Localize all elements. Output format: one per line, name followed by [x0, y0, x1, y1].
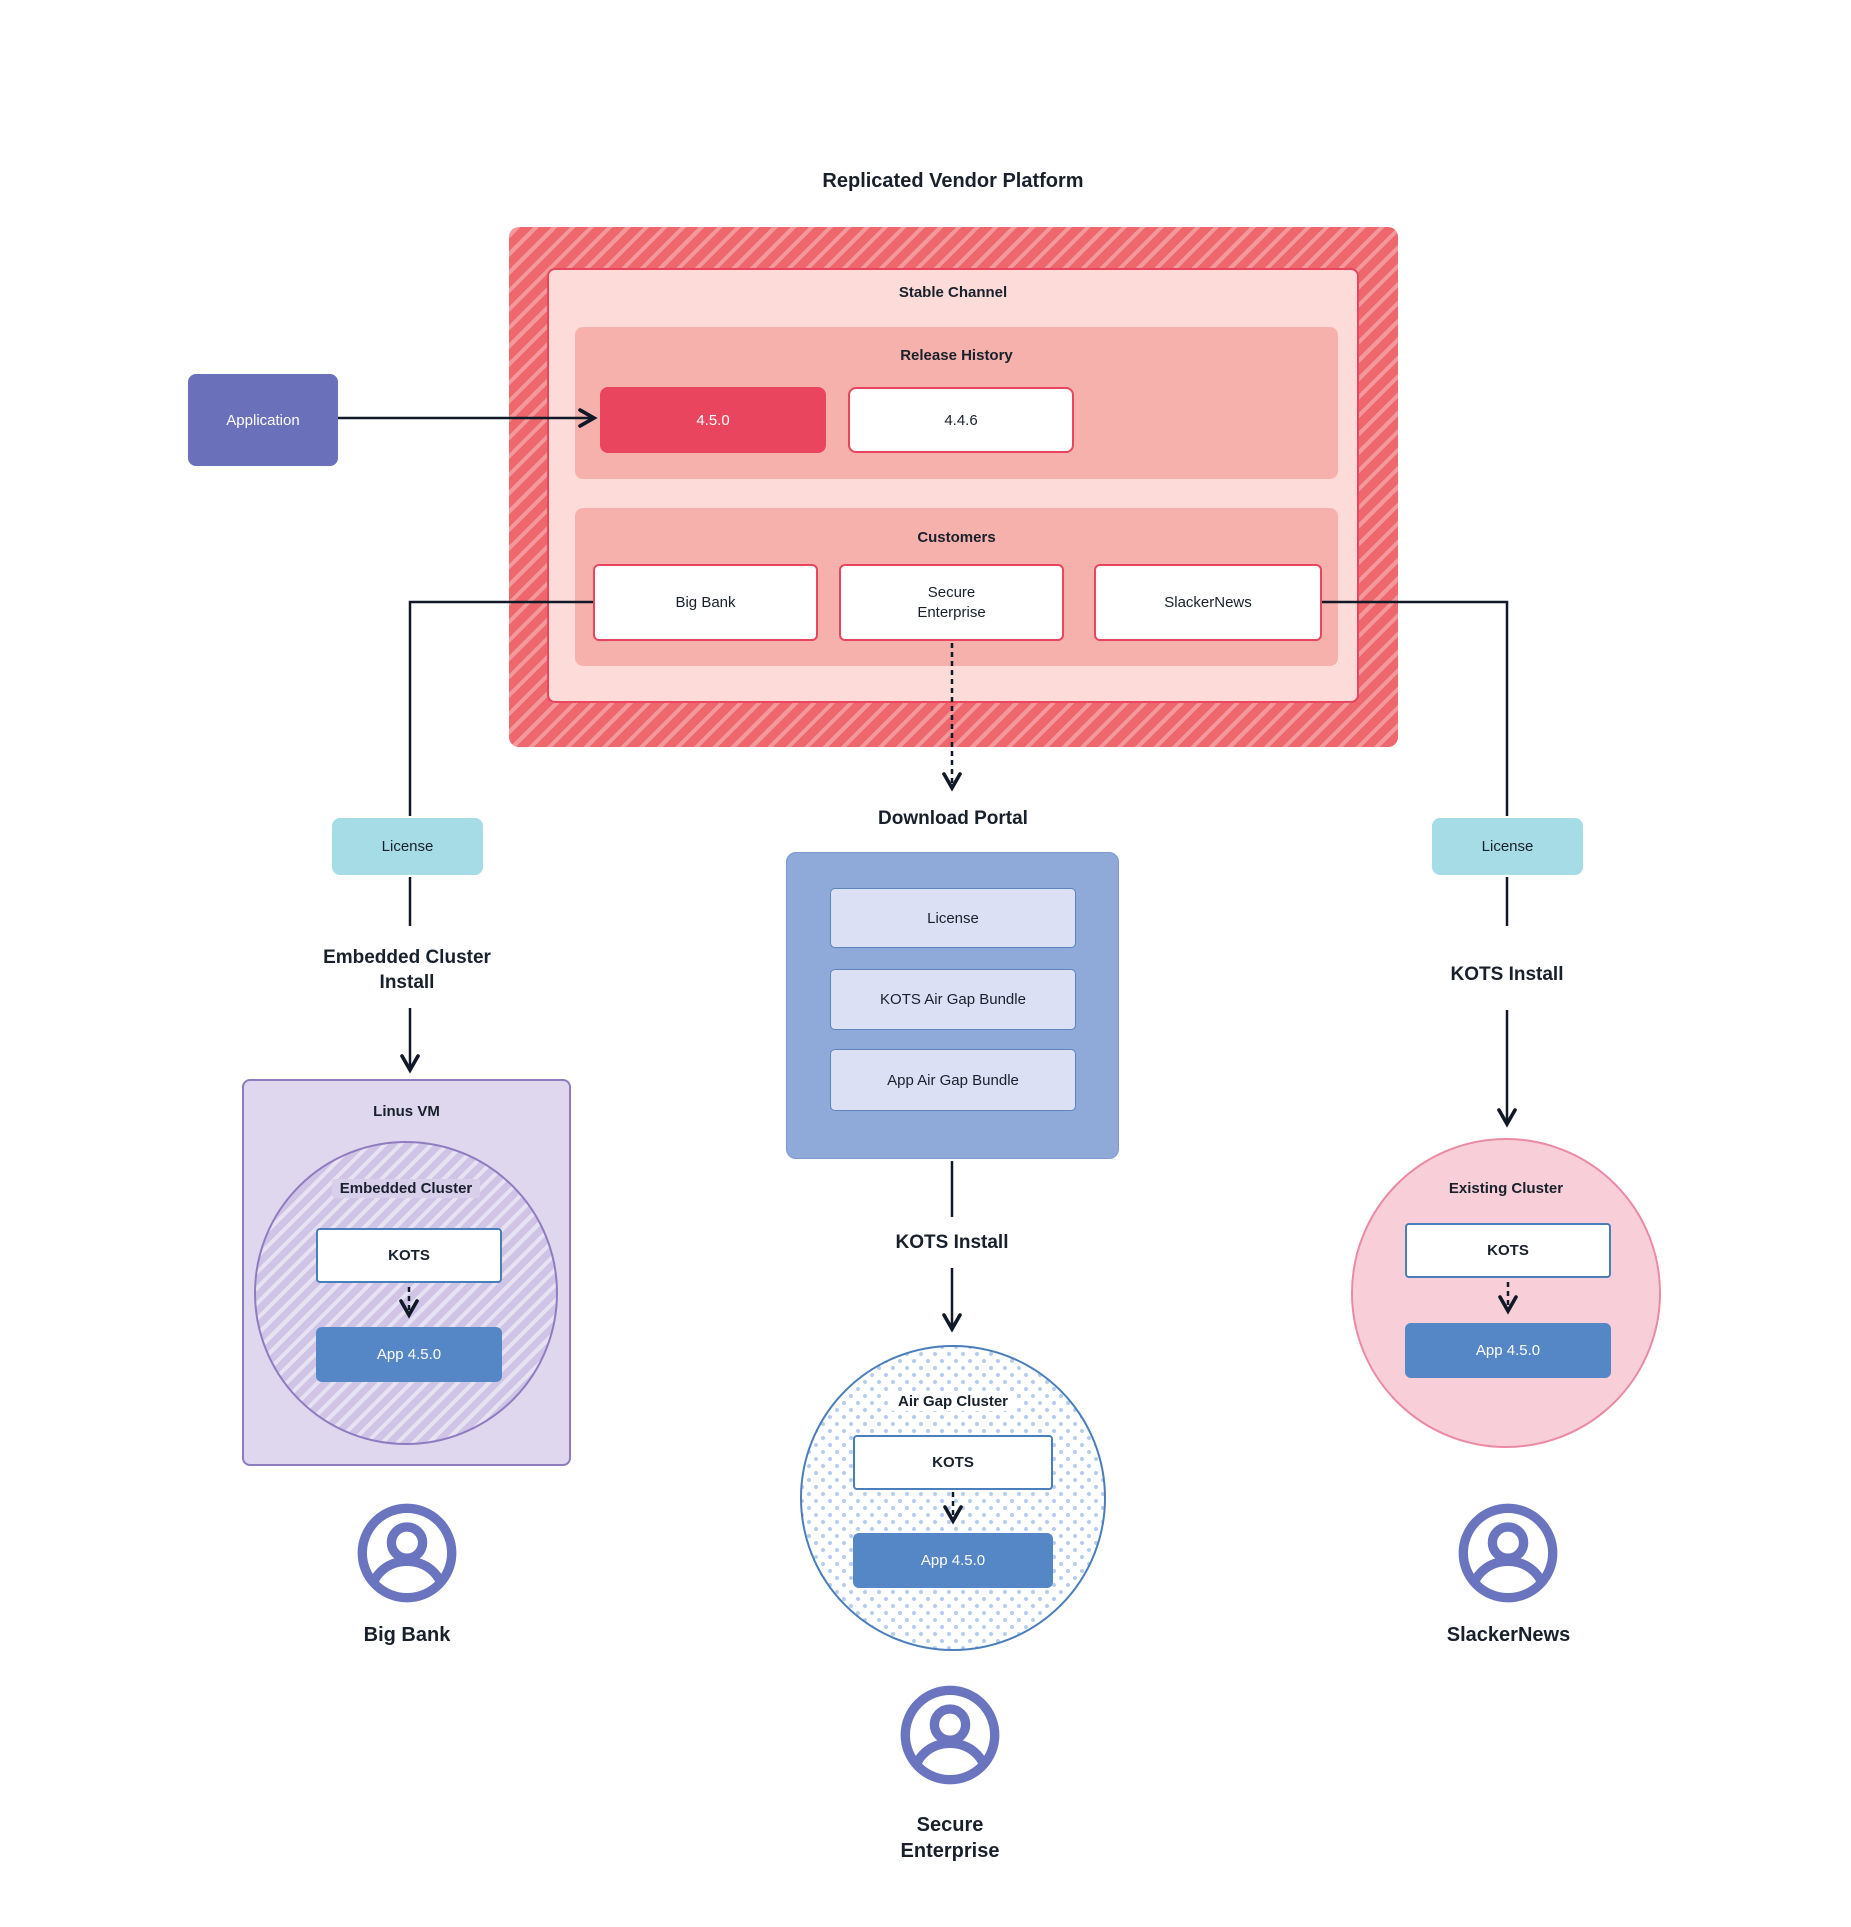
app-box-middle: App 4.5.0	[853, 1533, 1053, 1588]
slackernews-user-icon	[1456, 1501, 1560, 1605]
big-bank-user-icon	[355, 1501, 459, 1605]
release-4-5-0: 4.5.0	[600, 387, 826, 453]
big-bank-persona-label: Big Bank	[363, 1624, 451, 1646]
customer-big-bank: Big Bank	[593, 564, 818, 641]
portal-item-license: License	[830, 888, 1076, 948]
linus-vm-label: Linus VM	[373, 1103, 440, 1120]
existing-cluster-label: Existing Cluster	[1448, 1180, 1564, 1197]
existing-cluster-circle	[1351, 1138, 1661, 1448]
secure-enterprise-persona-label: Secure Enterprise	[900, 1814, 1000, 1862]
secure-enterprise-user-icon	[898, 1683, 1002, 1787]
stable-channel-label: Stable Channel	[898, 284, 1008, 301]
portal-item-kots-airgap-bundle: KOTS Air Gap Bundle	[830, 969, 1076, 1030]
diagram-title: Replicated Vendor Platform	[822, 170, 1084, 192]
air-gap-cluster-circle	[800, 1345, 1106, 1651]
release-4-4-6: 4.4.6	[848, 387, 1074, 453]
kots-install-label-right: KOTS Install	[1450, 964, 1564, 985]
kots-box-left: KOTS	[316, 1228, 502, 1283]
portal-item-app-airgap-bundle: App Air Gap Bundle	[830, 1049, 1076, 1111]
slackernews-persona-label: SlackerNews	[1446, 1624, 1571, 1646]
embedded-cluster-circle	[254, 1141, 558, 1445]
license-chip-left: License	[332, 818, 483, 875]
customers-label: Customers	[917, 529, 996, 546]
release-history-label: Release History	[900, 347, 1013, 364]
license-chip-right: License	[1432, 818, 1583, 875]
app-box-left: App 4.5.0	[316, 1327, 502, 1382]
embedded-cluster-install-label: Embedded Cluster Install	[323, 947, 491, 993]
embedded-cluster-label: Embedded Cluster	[256, 1179, 556, 1198]
kots-box-right: KOTS	[1405, 1223, 1611, 1278]
air-gap-cluster-label: Air Gap Cluster	[803, 1392, 1103, 1411]
download-portal-label: Download Portal	[878, 808, 1028, 829]
kots-box-middle: KOTS	[853, 1435, 1053, 1490]
kots-install-label-middle: KOTS Install	[895, 1232, 1009, 1253]
application-box: Application	[188, 374, 338, 466]
app-box-right: App 4.5.0	[1405, 1323, 1611, 1378]
customer-secure-enterprise: Secure Enterprise	[839, 564, 1064, 641]
customer-slackernews: SlackerNews	[1094, 564, 1322, 641]
